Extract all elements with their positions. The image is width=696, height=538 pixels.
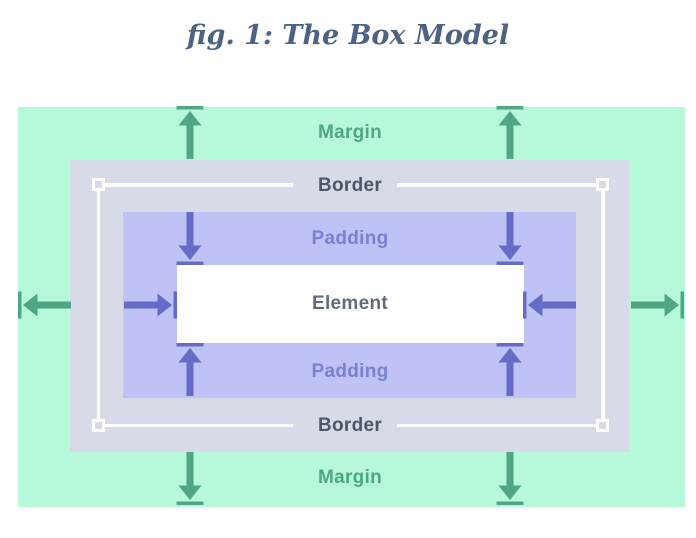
resize-handle-top-left-icon [91, 178, 105, 191]
outline-bottom-right-segment [397, 423, 596, 427]
margin-arrow-left-icon [18, 291, 71, 318]
resize-handle-top-right-icon [596, 178, 609, 191]
margin-arrow-bottom-left-icon [176, 452, 204, 505]
padding-arrow-left-icon [124, 291, 177, 318]
margin-arrow-right-icon [631, 291, 684, 318]
padding-label-top: Padding [311, 228, 389, 249]
outline-left-segment [96, 191, 100, 419]
padding-arrow-top-right-icon [496, 212, 524, 265]
padding-arrow-bottom-left-icon [176, 343, 204, 396]
margin-arrow-top-right-icon [496, 106, 524, 159]
element-area [177, 265, 524, 343]
margin-arrow-top-left-icon [176, 106, 204, 159]
padding-arrow-bottom-right-icon [496, 343, 524, 396]
outline-top-right-segment [397, 183, 596, 187]
border-label-bottom: Border [317, 415, 383, 436]
outline-right-segment [601, 191, 605, 419]
border-label-top: Border [317, 175, 383, 196]
element-label: Element [311, 293, 389, 314]
margin-arrow-bottom-right-icon [496, 452, 524, 505]
resize-handle-bottom-right-icon [596, 419, 609, 432]
outline-top-left-segment [103, 183, 293, 187]
margin-label-top: Margin [317, 122, 383, 143]
padding-label-bottom: Padding [311, 361, 389, 382]
padding-arrow-right-icon [523, 291, 576, 318]
outline-bottom-left-segment [103, 423, 293, 427]
margin-label-bottom: Margin [317, 467, 383, 488]
figure-title: fig. 1: The Box Model [186, 20, 510, 51]
padding-arrow-top-left-icon [176, 212, 204, 265]
resize-handle-bottom-left-icon [91, 419, 105, 432]
